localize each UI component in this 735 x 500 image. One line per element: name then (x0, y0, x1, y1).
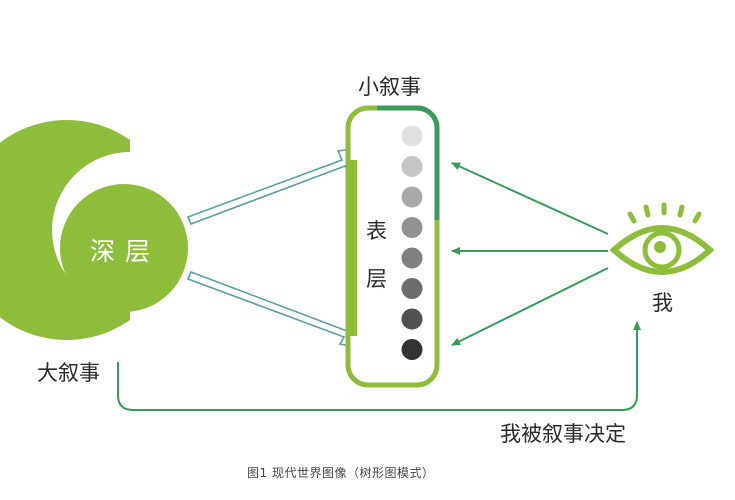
narrative-dots (401, 125, 423, 360)
self-label: 我 (652, 291, 673, 315)
eye-icon (609, 202, 715, 275)
gaze-arrow-upper (451, 162, 609, 235)
determination-arrow (117, 321, 641, 411)
narrative-dot-7 (401, 308, 423, 330)
surface-column-divider (349, 160, 357, 336)
surface-label-bottom: 层 (366, 267, 387, 291)
narrative-dot-1 (401, 125, 423, 147)
narrative-dot-2 (401, 156, 423, 177)
deep-layer-circle (60, 184, 188, 312)
narrative-dot-3 (401, 186, 423, 208)
surface-column-divider-gap (351, 150, 355, 160)
surface-label-top: 表 (366, 219, 387, 243)
narrative-dot-8 (401, 339, 423, 360)
narrative-dot-6 (401, 278, 423, 299)
grand-narrative-label: 大叙事 (37, 361, 100, 385)
gaze-arrow-lower (451, 267, 609, 346)
determined-by-narrative-label: 我被叙事决定 (500, 422, 626, 446)
surface-column-highlight (377, 105, 440, 220)
narrative-dot-4 (401, 217, 423, 238)
narrative-dot-5 (401, 247, 423, 269)
deep-layer-label: 深层 (90, 237, 161, 266)
figure-caption: 图1 现代世界图像（树形图模式） (247, 466, 435, 480)
surface-column (345, 105, 440, 388)
small-narrative-label: 小叙事 (358, 75, 421, 99)
grand-narrative-crescent (0, 120, 130, 340)
